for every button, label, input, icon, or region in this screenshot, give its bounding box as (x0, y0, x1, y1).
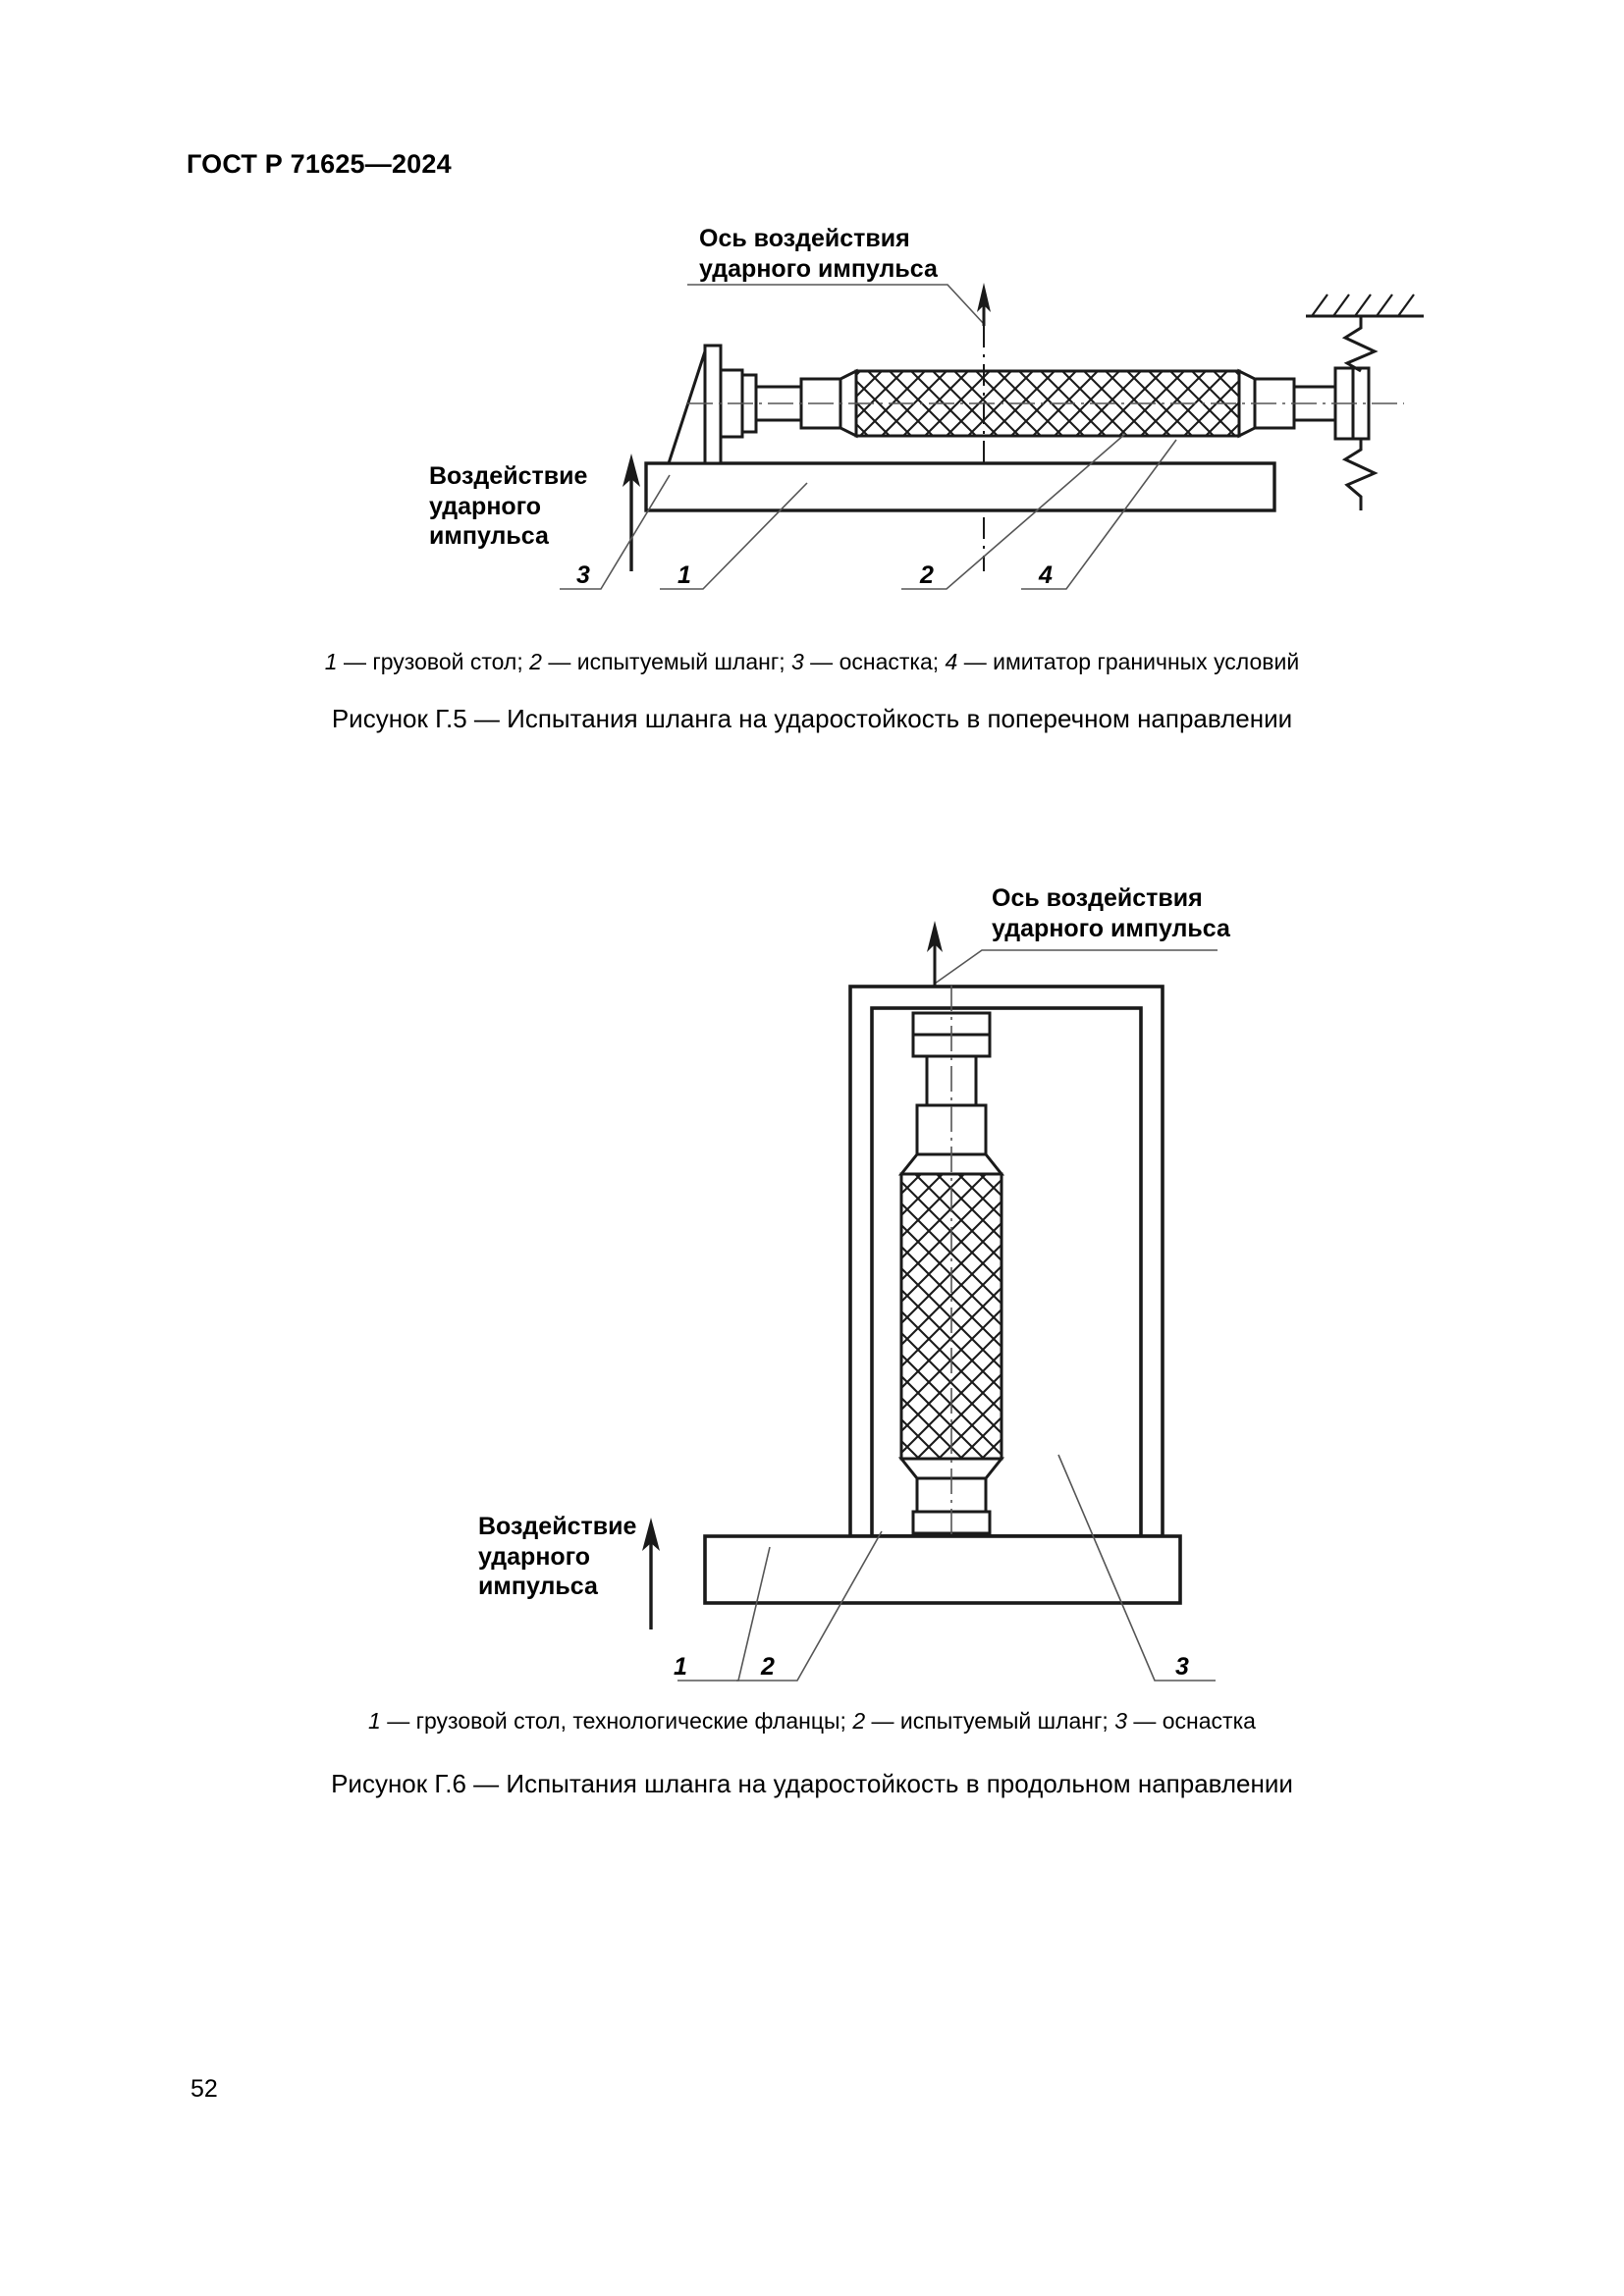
figure-g5-impulse-label-line1: Воздействие (429, 462, 588, 490)
page-number: 52 (190, 2075, 218, 2103)
figure-g5-callout-1: 1 (677, 561, 691, 589)
figure-g5-axis-label: Ось воздействия ударного импульса (699, 224, 938, 284)
figure-g5-ground-hatch-top (1311, 294, 1415, 317)
figure-g5-leader-2 (901, 433, 1126, 590)
figure-g5-axis-leader (687, 284, 985, 325)
figure-g6-callout-3: 3 (1175, 1653, 1189, 1681)
figure-g5-leader-4 (1021, 439, 1177, 590)
figure-g6-drawing (642, 921, 1218, 1682)
figure-g5-legend-num-3: 3 (791, 649, 804, 674)
figure-g5-impact-arrow-head (977, 283, 991, 312)
figure-g5-legend-num-1: 1 (324, 649, 338, 674)
figure-g6-caption: Рисунок Г.6 — Испытания шланга на ударос… (331, 1769, 1293, 1798)
figure-g6-legend-text-2: — испытуемый шланг; (865, 1708, 1115, 1734)
figure-g6-legend-num-3: 3 (1114, 1708, 1127, 1734)
figure-g5-callout-2: 2 (920, 561, 934, 589)
figure-g6-load-table (703, 1534, 1182, 1605)
figure-g6-leader-2 (736, 1530, 883, 1682)
document-header-standard-number: ГОСТ Р 71625—2024 (187, 149, 452, 179)
figure-g6-top-stub (925, 1054, 978, 1107)
figure-g5-legend-text-4: — имитатор граничных условий (957, 649, 1300, 674)
figure-g6-axis-leader (934, 949, 1218, 985)
figure-g5-leader-1 (660, 482, 808, 590)
figure-g5-impulse-label: Воздействие ударного импульса (429, 461, 587, 552)
figure-g6-impulse-label-line1: Воздействие (478, 1513, 637, 1540)
figure-g5-legend-num-2: 2 (529, 649, 542, 674)
figure-g6-callout-2: 2 (761, 1653, 775, 1681)
figure-g6-leader-3 (1057, 1454, 1216, 1682)
figure-g5-legend: 1 — грузовой стол; 2 — испытуемый шланг;… (0, 649, 1624, 675)
figure-g6-impulse-label-line3: импульса (478, 1573, 598, 1600)
figure-g5-axis-label-line2: ударного импульса (699, 254, 938, 283)
figure-g5-load-table (644, 461, 1276, 512)
figure-g5-caption: Рисунок Г.5 — Испытания шланга на ударос… (331, 704, 1293, 733)
figure-g5-spring-top (1341, 316, 1379, 373)
figure-g5-callout-4: 4 (1039, 561, 1053, 589)
figure-g6-axis-label-line2: ударного импульса (992, 914, 1230, 942)
figure-g5-axis-label-line1: Ось воздействия (699, 225, 910, 252)
figure-g5-callout-3: 3 (576, 561, 590, 589)
figure-g5-spring-bottom (1341, 439, 1379, 510)
figure-g6-legend: 1 — грузовой стол, технологические фланц… (0, 1708, 1624, 1735)
figure-g6-fixture-outer-frame (848, 985, 1164, 1538)
figure-g6-callout-1: 1 (674, 1653, 687, 1681)
figure-g6-axis-label-line1: Ось воздействия (992, 884, 1203, 912)
figure-g5-drawing (560, 283, 1424, 590)
figure-g6-legend-num-2: 2 (852, 1708, 866, 1734)
figure-g5-legend-text-3: — оснастка; (803, 649, 946, 674)
figure-g5-legend-text-2: — испытуемый шланг; (541, 649, 791, 674)
figure-g6-axis-label: Ось воздействия ударного импульса (992, 883, 1230, 943)
figure-g6-legend-text-3: — оснастка (1126, 1708, 1256, 1734)
figure-g6-impulse-label: Воздействие ударного импульса (478, 1512, 636, 1602)
figure-g6-impulse-label-line2: ударного (478, 1542, 591, 1571)
figure-g5-impulse-label-line2: ударного (429, 492, 542, 520)
figure-g5-legend-num-4: 4 (945, 649, 958, 674)
figure-g6-legend-text-1: — грузовой стол, технологические фланцы; (380, 1708, 853, 1734)
figure-g5-legend-text-1: — грузовой стол; (337, 649, 530, 674)
figure-g6-legend-num-1: 1 (368, 1708, 381, 1734)
figure-g6-impact-arrow-head (927, 921, 943, 952)
figure-g5-leader-3 (560, 474, 671, 590)
figure-g5-impulse-label-line3: импульса (429, 522, 549, 550)
figure-g5-impulse-arrow-head (623, 454, 640, 487)
figure-g6-impulse-arrow-head (642, 1518, 660, 1551)
